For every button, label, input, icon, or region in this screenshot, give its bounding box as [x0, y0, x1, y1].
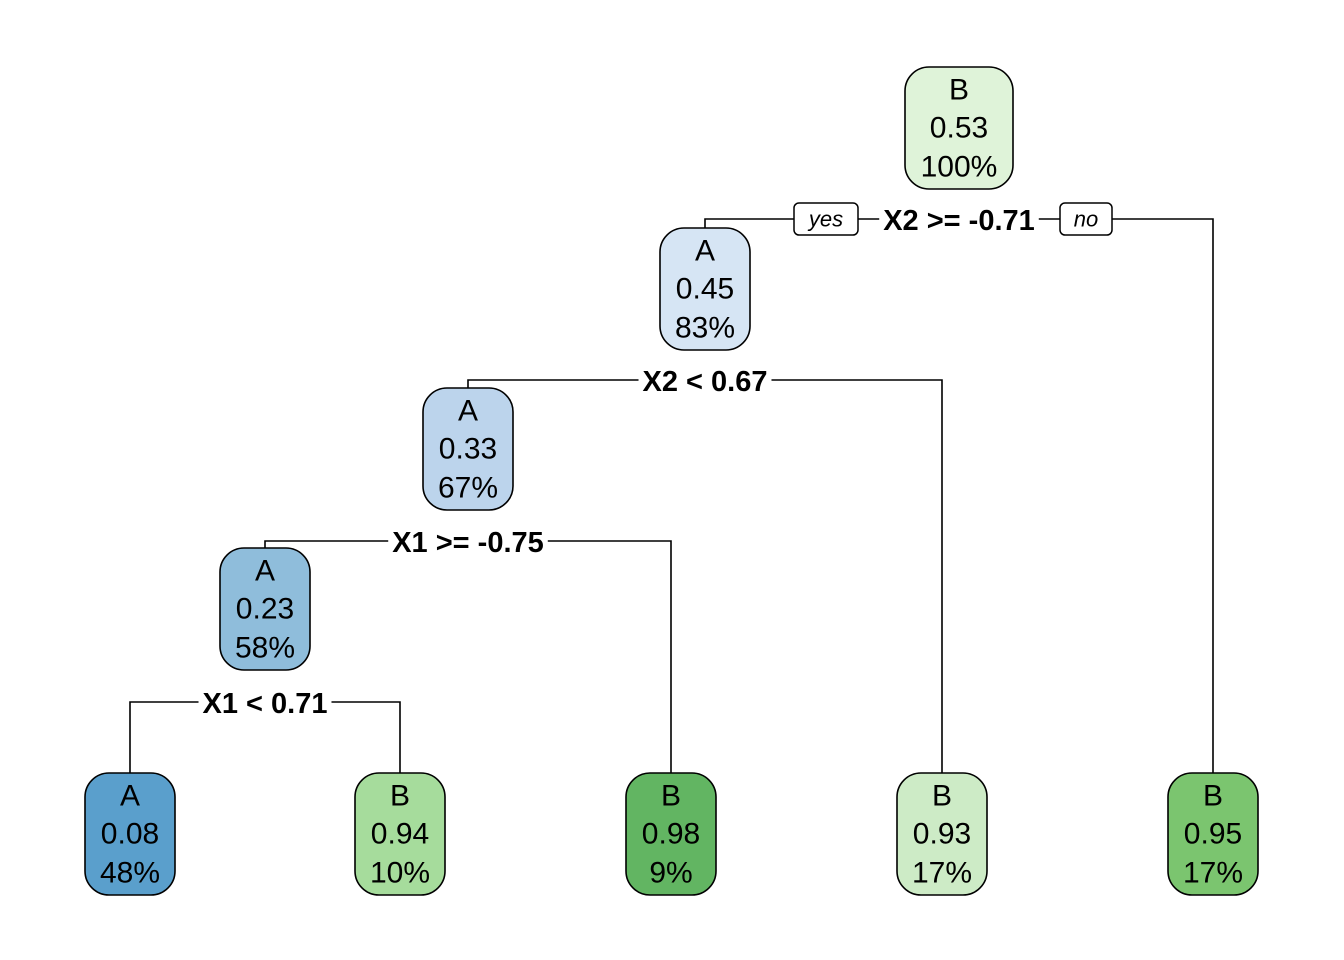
tree-node-leaf1: A 0.08 48% [84, 772, 176, 896]
tree-node-leaf3: B 0.98 9% [625, 772, 717, 896]
node-prob: 0.45 [676, 273, 734, 306]
tree-node-leaf4: B 0.93 17% [896, 772, 988, 896]
edge-root [704, 218, 1214, 773]
node-pct: 67% [438, 472, 498, 505]
node-class: B [661, 780, 681, 813]
node-prob: 0.53 [930, 112, 988, 145]
tree-node-leaf2: B 0.94 10% [354, 772, 446, 896]
node-pct: 9% [649, 857, 692, 890]
yes-branch-label: yes [793, 202, 859, 236]
no-branch-label: no [1059, 202, 1113, 236]
node-pct: 10% [370, 857, 430, 890]
node-prob: 0.98 [642, 818, 700, 851]
node-pct: 17% [912, 857, 972, 890]
split-label: X1 < 0.71 [203, 688, 328, 720]
node-class: A [458, 395, 478, 428]
svg-text:yes: yes [807, 207, 843, 232]
node-class: A [255, 555, 275, 588]
node-pct: 48% [100, 857, 160, 890]
node-pct: 17% [1183, 857, 1243, 890]
node-pct: 100% [921, 151, 998, 184]
svg-text:no: no [1074, 207, 1098, 232]
tree-node-n4: A 0.23 58% [219, 547, 311, 671]
node-class: B [949, 74, 969, 107]
node-prob: 0.94 [371, 818, 429, 851]
split-label: X2 >= -0.71 [883, 205, 1035, 237]
node-pct: 83% [675, 312, 735, 345]
tree-node-root: B 0.53 100% [904, 66, 1014, 190]
node-pct: 58% [235, 632, 295, 665]
node-prob: 0.93 [913, 818, 971, 851]
split-label: X2 < 0.67 [643, 366, 768, 398]
edge-n3 [264, 540, 672, 773]
tree-node-leaf5: B 0.95 17% [1167, 772, 1259, 896]
node-prob: 0.08 [101, 818, 159, 851]
split-label: X1 >= -0.75 [392, 527, 544, 559]
edge-n2 [467, 379, 943, 773]
node-class: B [390, 780, 410, 813]
node-class: B [1203, 780, 1223, 813]
node-class: A [695, 235, 715, 268]
tree-node-n2: A 0.45 83% [659, 227, 751, 351]
node-prob: 0.33 [439, 433, 497, 466]
node-class: A [120, 780, 140, 813]
node-prob: 0.23 [236, 593, 294, 626]
node-prob: 0.95 [1184, 818, 1242, 851]
tree-node-n3: A 0.33 67% [422, 387, 514, 511]
node-class: B [932, 780, 952, 813]
